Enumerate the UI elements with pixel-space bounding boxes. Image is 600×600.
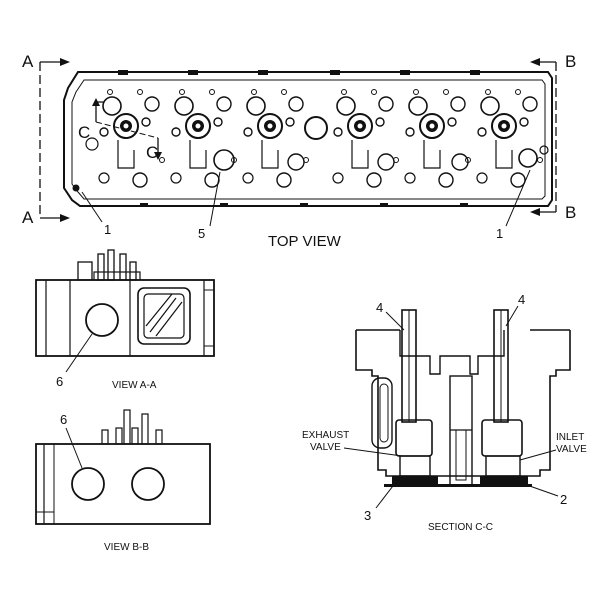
- section-cc-callout-4-left: 4: [376, 300, 383, 315]
- cylinder-5: [404, 89, 471, 188]
- inlet-valve-label-line1: INLET: [556, 432, 584, 443]
- section-cc-callout-4-right: 4: [518, 292, 525, 307]
- section-c-label-right: C: [146, 143, 158, 162]
- view-aa: 6 VIEW A-A: [35, 249, 215, 391]
- head-outline: [63, 71, 553, 207]
- view-bb-callout-6: 6: [60, 412, 67, 427]
- section-a-label-bottom: A: [22, 208, 34, 227]
- inlet-valve-label-line2: VALVE: [556, 444, 587, 455]
- section-cc: EXHAUST VALVE INLET VALVE 4 4 3 2 SECTIO…: [302, 292, 587, 533]
- callout-5: 5: [198, 226, 205, 241]
- section-cc-title: SECTION C-C: [428, 522, 493, 533]
- view-bb-title: VIEW B-B: [104, 542, 149, 553]
- exhaust-valve-label-line1: EXHAUST: [302, 430, 349, 441]
- section-b-label-top: B: [565, 52, 576, 71]
- cylinder-1: [98, 89, 165, 188]
- view-aa-title: VIEW A-A: [112, 380, 157, 391]
- section-cc-callout-3: 3: [364, 508, 371, 523]
- section-c-label-left: C: [78, 123, 90, 142]
- section-a-label-top: A: [22, 52, 34, 71]
- callout-1-left: 1: [104, 222, 111, 237]
- cylinder-2: [170, 89, 237, 188]
- view-aa-callout-6: 6: [56, 374, 63, 389]
- cylinder-3: [242, 89, 309, 188]
- section-b-label-bottom: B: [565, 203, 576, 222]
- top-view-title: TOP VIEW: [268, 233, 342, 250]
- exhaust-valve-label-line2: VALVE: [310, 442, 341, 453]
- cylinder-4: [332, 89, 399, 188]
- view-bb: 6 VIEW B-B: [35, 409, 211, 553]
- section-cc-callout-2: 2: [560, 492, 567, 507]
- callout-1-right: 1: [496, 226, 503, 241]
- cylinder-6: [476, 89, 543, 188]
- top-view: A A B B: [22, 52, 576, 250]
